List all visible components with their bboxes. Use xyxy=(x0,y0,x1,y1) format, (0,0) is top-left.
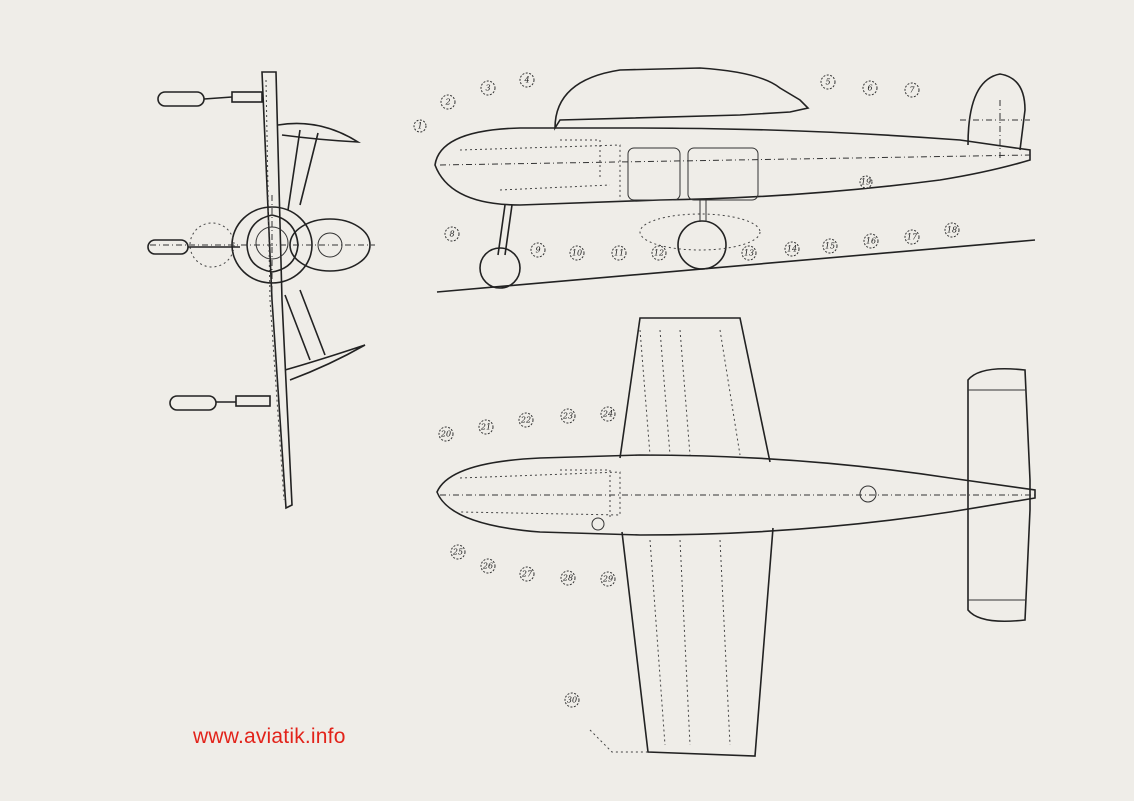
svg-text:5: 5 xyxy=(825,78,830,87)
side-view-callouts-top: 1 2 3 4 5 6 7 xyxy=(413,72,920,133)
svg-text:27: 27 xyxy=(521,570,533,579)
svg-text:12: 12 xyxy=(654,249,664,258)
svg-text:15: 15 xyxy=(825,242,835,251)
svg-text:28: 28 xyxy=(562,574,573,583)
svg-text:9: 9 xyxy=(535,246,540,255)
side-view xyxy=(434,67,1036,293)
svg-text:29: 29 xyxy=(602,575,613,584)
svg-text:16: 16 xyxy=(866,237,876,246)
svg-text:3: 3 xyxy=(485,84,490,93)
svg-text:17: 17 xyxy=(907,233,918,242)
svg-text:23: 23 xyxy=(562,412,573,421)
svg-text:19: 19 xyxy=(861,178,871,187)
svg-text:1: 1 xyxy=(417,122,422,131)
svg-text:20: 20 xyxy=(440,430,451,439)
svg-text:30: 30 xyxy=(567,696,577,705)
svg-text:10: 10 xyxy=(572,249,582,258)
watermark: www.aviatik.info xyxy=(193,725,346,748)
svg-text:6: 6 xyxy=(867,84,872,93)
svg-text:14: 14 xyxy=(787,245,797,254)
svg-text:26: 26 xyxy=(482,562,493,571)
svg-text:13: 13 xyxy=(744,249,754,258)
svg-text:21: 21 xyxy=(480,423,491,432)
svg-text:8: 8 xyxy=(449,230,454,239)
front-view xyxy=(147,71,375,510)
svg-text:22: 22 xyxy=(520,416,531,425)
plan-view xyxy=(436,317,1036,757)
svg-text:2: 2 xyxy=(444,98,450,107)
svg-text:11: 11 xyxy=(614,249,624,258)
svg-text:18: 18 xyxy=(947,226,957,235)
svg-text:7: 7 xyxy=(909,86,915,95)
plan-view-callouts: 20 21 22 23 24 25 26 27 28 29 30 xyxy=(438,406,616,708)
svg-text:25: 25 xyxy=(452,548,463,557)
side-view-callouts-bottom: 8 9 10 11 12 13 14 15 16 17 18 19 xyxy=(444,175,960,261)
svg-text:4: 4 xyxy=(523,76,529,85)
svg-text:24: 24 xyxy=(602,410,613,419)
